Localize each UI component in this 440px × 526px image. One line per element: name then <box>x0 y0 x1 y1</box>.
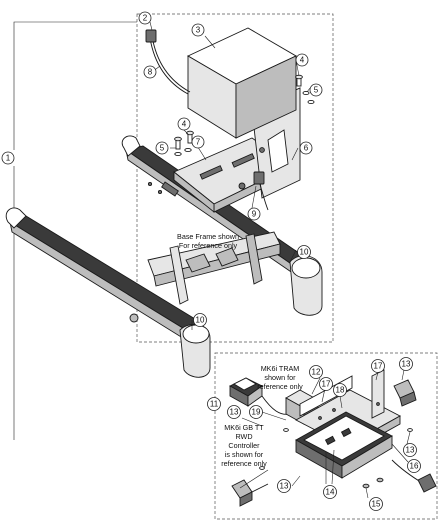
note-tram: MK6i TRAM shown for reference only <box>257 364 303 391</box>
svg-text:Base Frame shown: Base Frame shown <box>177 232 239 241</box>
svg-text:16: 16 <box>410 462 419 471</box>
svg-text:17: 17 <box>374 362 383 371</box>
svg-text:4: 4 <box>182 120 187 129</box>
svg-text:reference only: reference only <box>257 382 303 391</box>
upper-assembly-frame <box>136 13 334 343</box>
svg-text:is shown for: is shown for <box>225 450 264 459</box>
leader-lines <box>149 21 411 499</box>
controller-assembly <box>229 369 437 507</box>
svg-text:For reference only: For reference only <box>179 241 238 250</box>
callout-2: 2 <box>138 11 152 25</box>
svg-text:13: 13 <box>280 482 289 491</box>
svg-text:1: 1 <box>6 154 11 163</box>
svg-text:3: 3 <box>196 26 201 35</box>
callout-5-upper: 5 <box>309 83 323 97</box>
note-controller: MK6i GB TT RWD Controller is shown for r… <box>221 423 267 468</box>
callout-14: 14 <box>323 485 337 499</box>
callout-5-lower: 5 <box>155 141 169 155</box>
svg-text:MK6i GB TT: MK6i GB TT <box>224 423 264 432</box>
callout-4-upper: 4 <box>295 53 309 67</box>
callout-16: 16 <box>407 459 421 473</box>
callout-7: 7 <box>191 135 205 149</box>
svg-text:MK6i TRAM: MK6i TRAM <box>261 364 300 373</box>
svg-text:11: 11 <box>210 400 219 409</box>
svg-text:RWD: RWD <box>235 432 252 441</box>
callout-12: 12 <box>309 365 323 379</box>
svg-text:5: 5 <box>314 86 319 95</box>
svg-text:13: 13 <box>406 446 415 455</box>
svg-text:7: 7 <box>196 138 201 147</box>
svg-text:5: 5 <box>160 144 165 153</box>
controller-assembly-frame <box>214 352 438 520</box>
enclosure-box <box>187 27 297 139</box>
svg-text:19: 19 <box>252 408 261 417</box>
svg-text:shown for: shown for <box>264 373 296 382</box>
svg-text:17: 17 <box>322 380 331 389</box>
callout-19: 19 <box>249 405 263 419</box>
svg-text:18: 18 <box>336 386 345 395</box>
callout-1: 1 <box>1 151 15 165</box>
callout-9: 9 <box>247 207 261 221</box>
svg-text:reference only: reference only <box>221 459 267 468</box>
callout-8: 8 <box>143 65 157 79</box>
callout-13-left: 13 <box>227 405 241 419</box>
svg-text:6: 6 <box>304 144 309 153</box>
svg-text:10: 10 <box>196 316 205 325</box>
mount-plate-assembly <box>147 87 301 213</box>
svg-text:4: 4 <box>300 56 305 65</box>
callout-15: 15 <box>369 497 383 511</box>
svg-text:8: 8 <box>148 68 153 77</box>
svg-text:2: 2 <box>143 14 148 23</box>
callout-10-front: 10 <box>193 313 207 327</box>
callout-4-lower: 4 <box>177 117 191 131</box>
callout-6: 6 <box>299 141 313 155</box>
callout-17-left: 17 <box>319 377 333 391</box>
callout-13-bottom: 13 <box>277 479 291 493</box>
callout-11: 11 <box>207 397 221 411</box>
callout-3: 3 <box>191 23 205 37</box>
callout-10-back: 10 <box>297 245 311 259</box>
callout-17-right: 17 <box>371 359 385 373</box>
callout-13-top-right: 13 <box>399 357 413 371</box>
svg-text:12: 12 <box>312 368 321 377</box>
hardware-screws <box>174 74 315 157</box>
svg-text:13: 13 <box>230 408 239 417</box>
svg-text:14: 14 <box>326 488 335 497</box>
note-base-frame: Base Frame shown For reference only <box>177 232 239 250</box>
callout-18: 18 <box>333 383 347 397</box>
svg-text:13: 13 <box>402 360 411 369</box>
svg-text:9: 9 <box>252 210 257 219</box>
svg-text:10: 10 <box>300 248 309 257</box>
callout-13-right: 13 <box>403 443 417 457</box>
wire-harness <box>145 29 269 211</box>
svg-text:Controller: Controller <box>228 441 260 450</box>
svg-text:15: 15 <box>372 500 381 509</box>
